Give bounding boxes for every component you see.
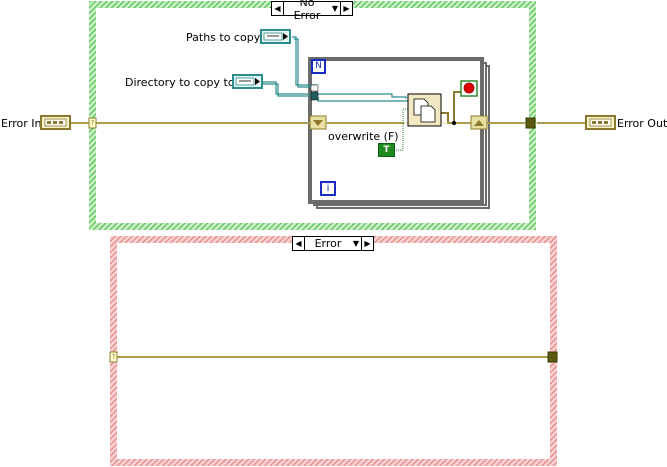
next-case-icon[interactable]: ▶ [361, 237, 373, 250]
shift-register-left[interactable] [309, 115, 327, 130]
previous-case-icon[interactable]: ◀ [272, 2, 284, 15]
chevron-down-icon[interactable]: ▼ [352, 239, 360, 248]
tunnel-question-icon: ? [90, 119, 95, 127]
directory-to-copy-to-label: Directory to copy to [125, 76, 235, 89]
loop-count-terminal[interactable]: N [311, 59, 326, 74]
error-in-label: Error In [1, 117, 42, 130]
paths-to-copy-terminal[interactable] [260, 29, 291, 44]
path-icon [235, 77, 260, 86]
overwrite-label: overwrite (F) [328, 130, 399, 143]
error-out-label: Error Out [617, 117, 667, 130]
boolean-constant-label: T [383, 145, 390, 155]
error-in-terminal[interactable] [40, 115, 71, 130]
iteration-terminal[interactable]: i [320, 181, 336, 196]
case-selector-no-error[interactable]: ◀ No Error ▼ ▶ [271, 0, 353, 22]
error-out-tunnel[interactable] [525, 117, 536, 129]
stop-condition-terminal[interactable] [460, 80, 478, 97]
directory-terminal[interactable] [232, 74, 263, 89]
next-case-icon[interactable]: ▶ [340, 2, 352, 15]
copy-file-node[interactable] [407, 93, 442, 127]
error-out-terminal[interactable] [585, 115, 616, 130]
loop-count-label: N [315, 61, 322, 71]
case-selector-label: Error [314, 237, 342, 250]
previous-case-icon[interactable]: ◀ [293, 237, 305, 250]
tunnel-question-icon: ? [111, 353, 116, 361]
error-case-frame[interactable] [110, 236, 557, 466]
cluster-icon [589, 118, 612, 127]
error-in-tunnel[interactable] [88, 117, 97, 129]
iteration-label: i [326, 183, 330, 194]
error-case-in-tunnel[interactable] [109, 351, 118, 363]
cluster-icon [44, 118, 67, 127]
case-selector-error[interactable]: ◀ Error ▼ ▶ [292, 236, 374, 251]
overwrite-true-constant[interactable]: T [378, 143, 395, 157]
paths-to-copy-label: Paths to copy [186, 31, 261, 44]
chevron-down-icon[interactable]: ▼ [331, 4, 339, 13]
paths-index-tunnel[interactable] [310, 91, 319, 101]
overwrite-wire[interactable] [388, 108, 408, 151]
case-selector-label: No Error [293, 0, 321, 22]
shift-register-right[interactable] [470, 115, 488, 130]
paths-tunnel-top[interactable] [310, 84, 319, 92]
error-case-out-tunnel[interactable] [547, 351, 558, 363]
path-icon [263, 32, 288, 41]
